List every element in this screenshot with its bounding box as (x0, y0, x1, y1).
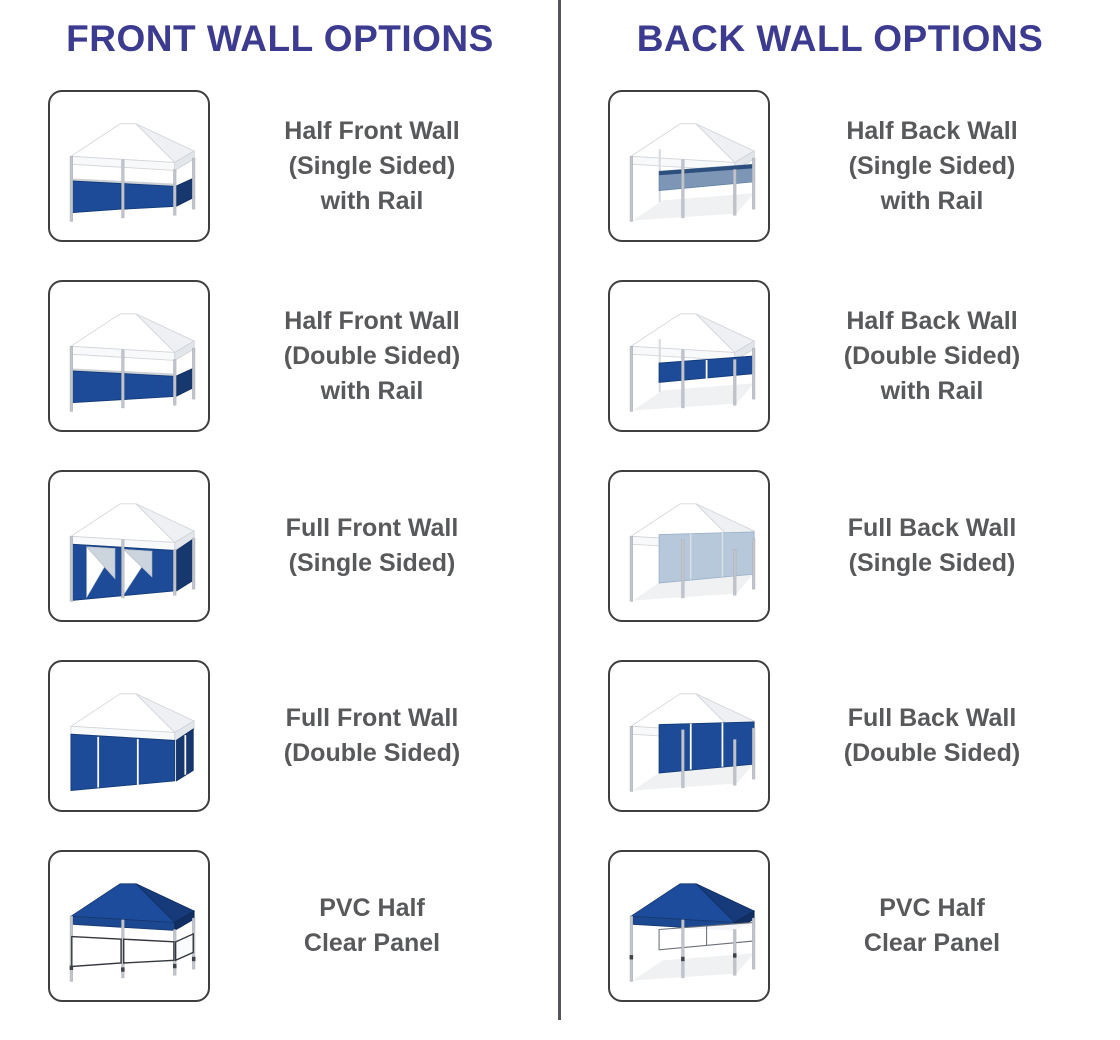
tent-image-card (608, 850, 770, 1002)
option-row-pvc-front: PVC Half Clear Panel (48, 850, 560, 1002)
option-row-pvc-back: PVC Half Clear Panel (608, 850, 1120, 1002)
option-label: Half Front Wall (Single Sided) with Rail (284, 116, 460, 215)
tent-pvc-half-clear-back-icon (618, 860, 760, 992)
tent-half-front-wall-single-icon (58, 100, 200, 232)
back-wall-options-column: BACK WALL OPTIONS Half Back Wall (Single… (560, 0, 1120, 1040)
option-row-half-front-double: Half Front Wall (Double Sided) with Rail (48, 280, 560, 432)
option-label: PVC Half Clear Panel (863, 894, 1001, 957)
column-divider (558, 0, 561, 1020)
tent-image-card (608, 470, 770, 622)
option-row-half-back-double: Half Back Wall (Double Sided) with Rail (608, 280, 1120, 432)
tent-full-back-wall-double-icon (618, 670, 760, 802)
option-label: Full Back Wall (Double Sided) (843, 704, 1021, 767)
tent-image-card (48, 280, 210, 432)
option-label: PVC Half Clear Panel (303, 894, 441, 957)
option-row-full-front-single: Full Front Wall (Single Sided) (48, 470, 560, 622)
option-row-full-back-double: Full Back Wall (Double Sided) (608, 660, 1120, 812)
option-label: Full Back Wall (Single Sided) (847, 514, 1017, 577)
option-row-half-back-single: Half Back Wall (Single Sided) with Rail (608, 90, 1120, 242)
tent-image-card (608, 90, 770, 242)
tent-image-card (48, 660, 210, 812)
tent-pvc-half-clear-front-icon (58, 860, 200, 992)
front-wall-options-column: FRONT WALL OPTIONS Half Front Wall (Sing… (48, 18, 560, 1002)
front-wall-options-title: FRONT WALL OPTIONS (66, 18, 494, 59)
tent-image-card (48, 470, 210, 622)
option-row-half-front-single: Half Front Wall (Single Sided) with Rail (48, 90, 560, 242)
tent-half-back-wall-double-icon (618, 290, 760, 422)
tent-half-front-wall-double-icon (58, 290, 200, 422)
option-label: Half Back Wall (Single Sided) with Rail (846, 116, 1018, 215)
tent-full-front-wall-double-icon (58, 670, 200, 802)
tent-image-card (48, 850, 210, 1002)
option-row-full-front-double: Full Front Wall (Double Sided) (48, 660, 560, 812)
option-row-full-back-single: Full Back Wall (Single Sided) (608, 470, 1120, 622)
tent-full-front-wall-single-icon (58, 480, 200, 612)
option-label: Half Back Wall (Double Sided) with Rail (843, 306, 1021, 405)
tent-full-back-wall-single-icon (618, 480, 760, 612)
back-wall-options-title: BACK WALL OPTIONS (636, 18, 1044, 59)
option-label: Half Front Wall (Double Sided) with Rail (283, 306, 461, 405)
tent-half-back-wall-single-icon (618, 100, 760, 232)
tent-image-card (608, 660, 770, 812)
option-label: Full Front Wall (Single Sided) (285, 514, 459, 577)
option-label: Full Front Wall (Double Sided) (283, 704, 461, 767)
tent-image-card (48, 90, 210, 242)
tent-image-card (608, 280, 770, 432)
